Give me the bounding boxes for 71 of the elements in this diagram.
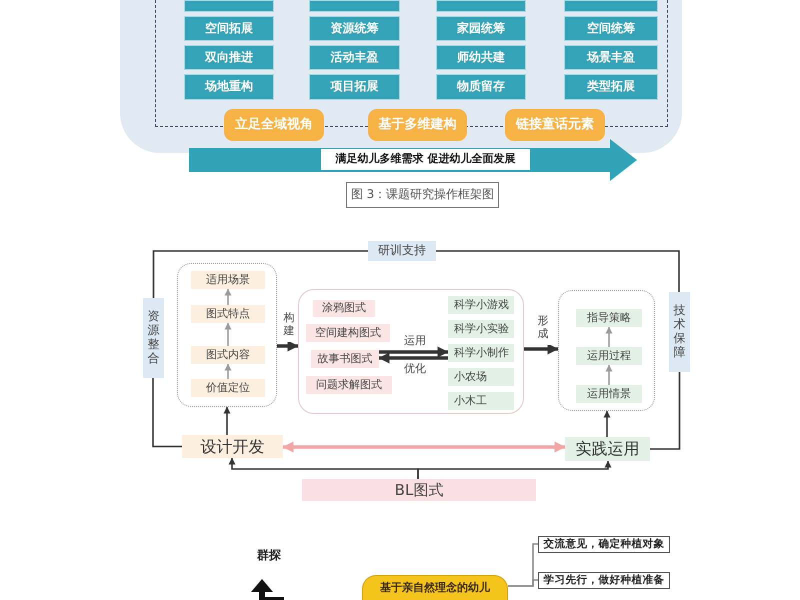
block-arrow bbox=[189, 139, 637, 181]
label-box: 空间统筹 bbox=[564, 16, 658, 41]
rounded-box: 基于亲自然理念的幼儿 bbox=[362, 575, 508, 600]
label-box: 小农场 bbox=[448, 368, 514, 386]
label-box: 物质留存 bbox=[436, 74, 526, 100]
cropped-box bbox=[309, 0, 400, 12]
arrow bbox=[277, 340, 299, 352]
arrow bbox=[606, 326, 612, 347]
label-box: 图式内容 bbox=[191, 346, 265, 364]
arrow bbox=[224, 406, 230, 435]
label-box: 故事书图式 bbox=[311, 350, 379, 368]
label-box: 类型拓展 bbox=[564, 74, 658, 100]
cropped-box bbox=[564, 0, 658, 12]
label-box: 科学小制作 bbox=[448, 344, 514, 362]
arrow bbox=[524, 344, 559, 354]
banner-label: 满足幼儿多维需求 促进幼儿全面发展 bbox=[321, 149, 530, 170]
label-box: 适用场景 bbox=[191, 271, 265, 289]
label-box: 技术保障 bbox=[669, 292, 690, 372]
rounded-tag: 立足全域视角 bbox=[224, 109, 324, 141]
dotted-frame bbox=[177, 263, 277, 407]
arrow bbox=[224, 364, 232, 379]
label-box: 图式特点 bbox=[191, 305, 265, 323]
figure-caption: 图 3：课题研究操作框架图 bbox=[346, 182, 499, 208]
process-box: 实践运用 bbox=[565, 437, 650, 461]
label-box: 场地重构 bbox=[184, 74, 274, 100]
connector-line bbox=[650, 372, 680, 450]
process-box: 设计开发 bbox=[182, 435, 283, 458]
axis-label: 群探 bbox=[256, 548, 282, 564]
label-box: BL图式 bbox=[302, 479, 536, 501]
rounded-frame bbox=[298, 289, 524, 414]
label-box: 家园统筹 bbox=[436, 16, 526, 41]
arrow bbox=[378, 352, 448, 364]
label-box: 运用过程 bbox=[576, 347, 642, 365]
arrow bbox=[417, 460, 612, 479]
label-box: 资源整合 bbox=[143, 298, 164, 378]
label-box: 涂鸦图式 bbox=[313, 300, 375, 317]
label-box: 运用情景 bbox=[576, 385, 642, 403]
arrow bbox=[224, 288, 232, 305]
label-box: 小木工 bbox=[448, 392, 514, 410]
arrow bbox=[606, 364, 612, 385]
label-box: 项目拓展 bbox=[309, 74, 400, 100]
label-box: 双向推进 bbox=[184, 45, 274, 70]
connector-line bbox=[508, 579, 538, 587]
label-box: 空间建构图式 bbox=[306, 324, 390, 342]
arrow bbox=[379, 346, 449, 358]
label-box: 科学小实验 bbox=[448, 320, 514, 338]
label-box: 研训支持 bbox=[368, 241, 436, 261]
label-box: 活动丰盈 bbox=[309, 45, 400, 70]
rounded-tag: 链接童话元素 bbox=[505, 109, 605, 141]
connector-line bbox=[152, 250, 368, 298]
label-box: 资源统筹 bbox=[309, 16, 400, 41]
connector-line bbox=[436, 250, 680, 292]
dotted-frame bbox=[558, 290, 655, 411]
edge-label: 优化 bbox=[401, 362, 429, 376]
cropped-box bbox=[436, 0, 526, 12]
arrow bbox=[604, 410, 610, 437]
cropped-box bbox=[184, 0, 274, 12]
text-box: 学习先行，做好种植准备 bbox=[538, 572, 670, 589]
arrow bbox=[282, 442, 566, 452]
label-box: 场景丰盈 bbox=[564, 45, 658, 70]
label-box: 指导策略 bbox=[576, 309, 642, 327]
rounded-tag: 基于多维建构 bbox=[368, 109, 467, 141]
label-box: 师幼共建 bbox=[436, 45, 526, 70]
label-box: 价值定位 bbox=[191, 379, 265, 397]
rounded-panel bbox=[120, 0, 682, 153]
text-box: 交流意见，确定种植对象 bbox=[538, 536, 670, 553]
label-box: 问题求解图式 bbox=[306, 376, 392, 394]
label-box: 科学小游戏 bbox=[448, 296, 514, 314]
connector-line bbox=[152, 378, 182, 448]
arrow bbox=[224, 322, 232, 346]
label-box: 空间拓展 bbox=[184, 16, 274, 41]
